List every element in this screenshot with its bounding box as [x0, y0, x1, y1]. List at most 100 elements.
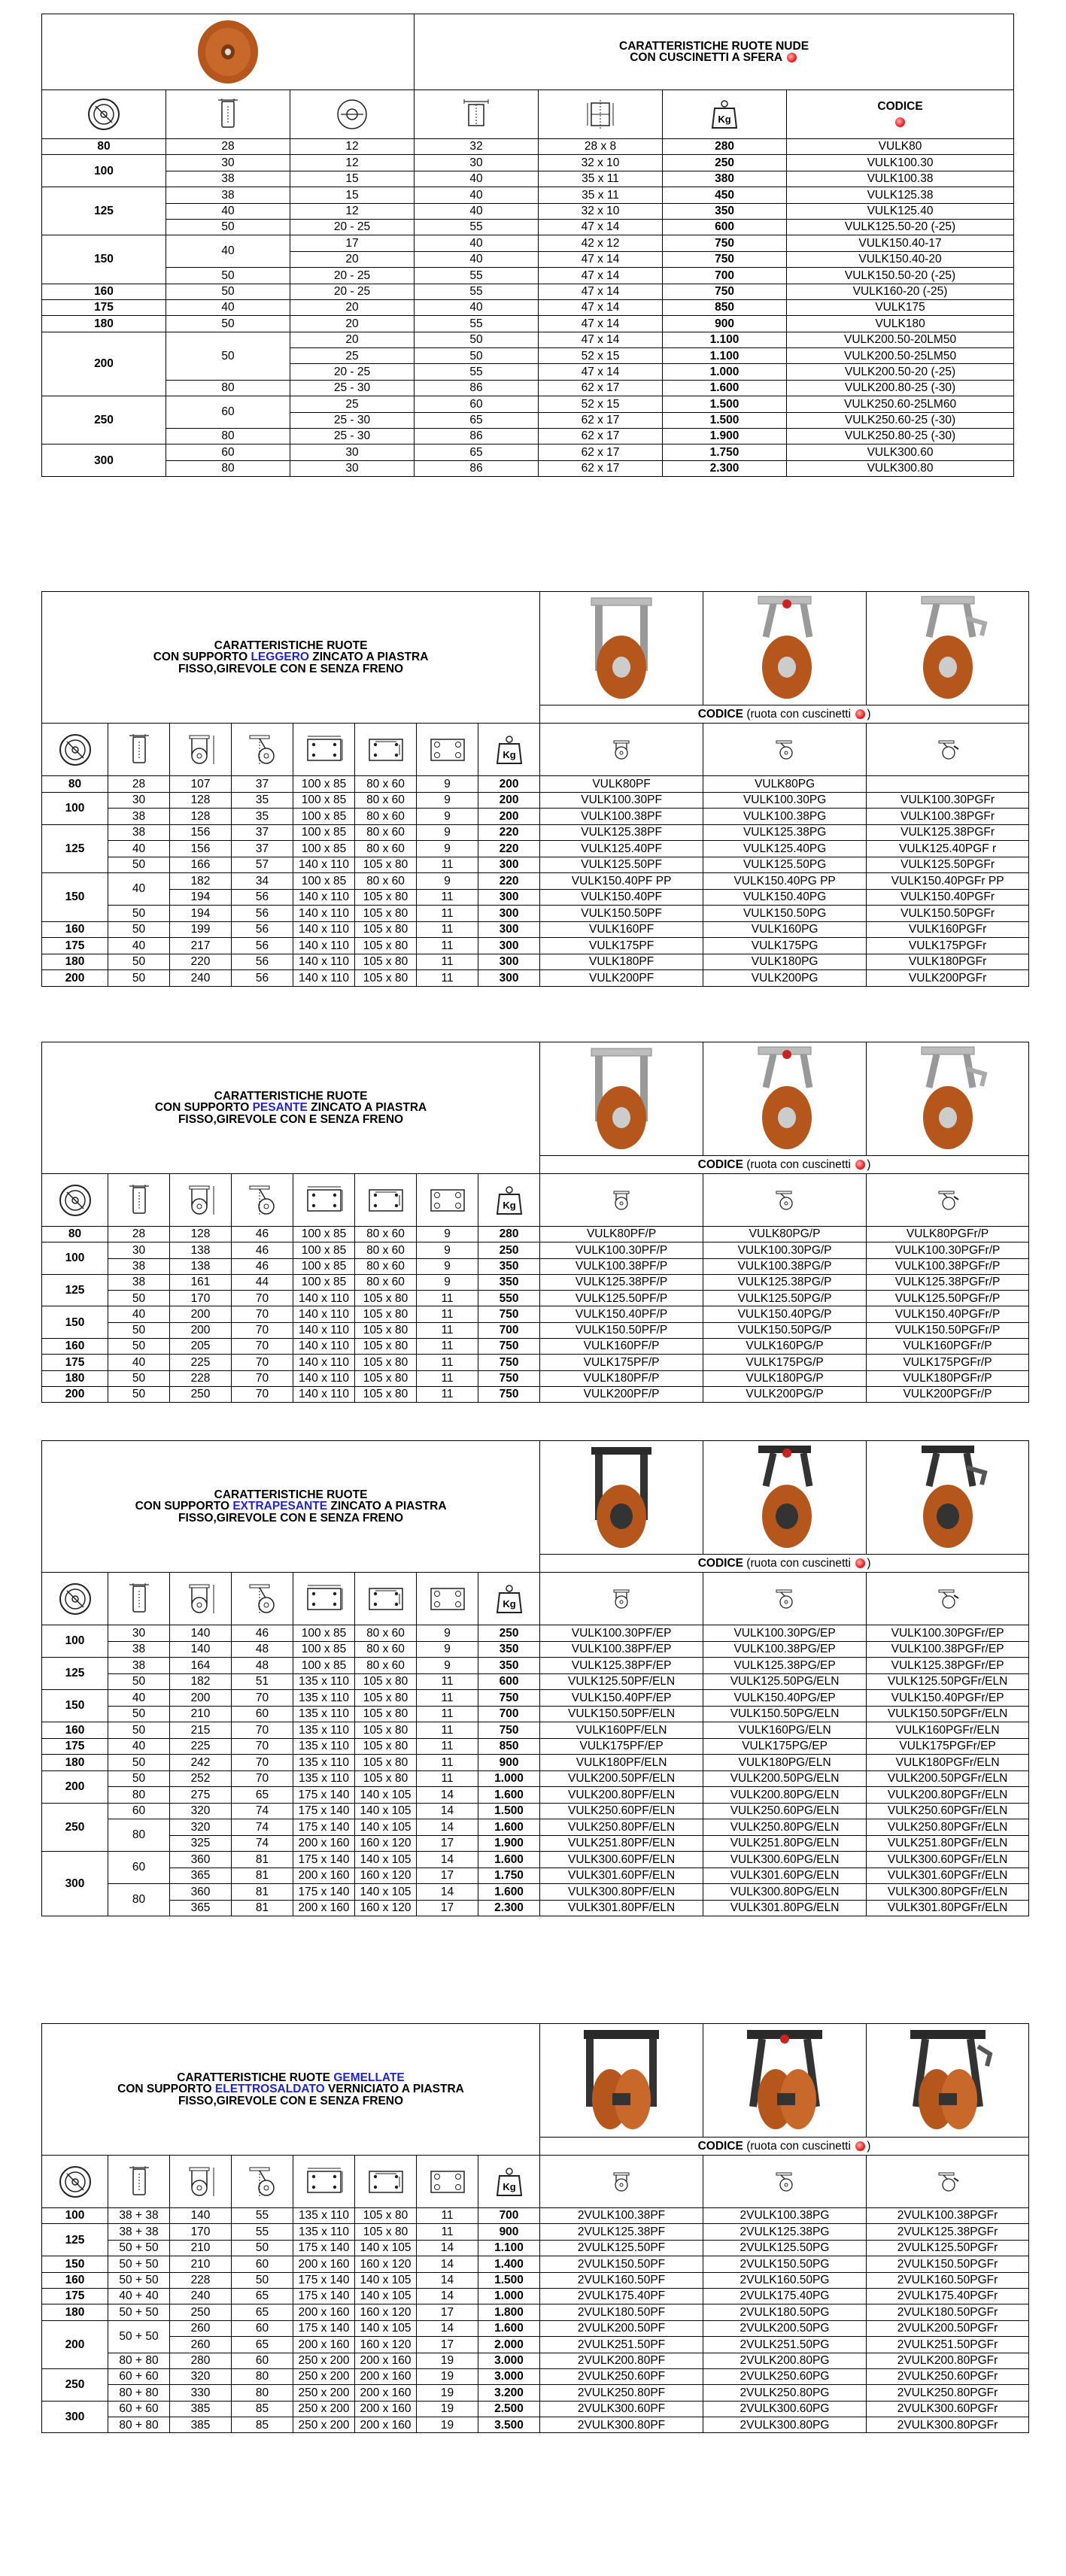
bore-diameter-icon [289, 90, 415, 139]
cell-code-fixed: VULK100.30PF/P [539, 1242, 704, 1259]
cell-code-fixed: VULK150.50PF/P [539, 1321, 704, 1340]
cell-code-fixed: VULK175PF [539, 937, 704, 954]
cell-code-fixed: VULK301.80PF/ELN [539, 1899, 704, 1916]
cell-height: 320 [169, 1802, 232, 1819]
cell-diameter: 80 [41, 775, 108, 793]
cell-hub-length: 60 [414, 396, 539, 413]
cell-load: 300 [477, 937, 541, 954]
cell-code-brake: VULK125.50PGFr/P [866, 1290, 1030, 1307]
cell-plate: 100 x 85 [293, 872, 355, 890]
cell-bolt: 19 [416, 2400, 478, 2418]
cell-bolt: 11 [416, 921, 478, 938]
cell-code: VULK125.50-20 (-25) [786, 218, 1015, 236]
cell-height: 140 [169, 1625, 232, 1642]
cell-holes: 80 x 60 [354, 840, 417, 857]
cell-diameter: 125 [41, 1273, 108, 1307]
cell-width: 38 [108, 808, 170, 825]
cell-holes: 200 x 160 [354, 2417, 417, 2434]
cell-bolt: 14 [416, 2256, 478, 2273]
cell-height: 140 [169, 1640, 232, 1658]
cell-code-fixed: VULK100.38PF/EP [539, 1640, 704, 1658]
cell-height: 250 [169, 1385, 232, 1403]
hole-spacing-icon [354, 1173, 417, 1227]
cell-bore: 25 - 30 [289, 379, 415, 397]
cell-offset: 70 [231, 1689, 293, 1707]
cell-code-swivel: 2VULK150.50PG [703, 2256, 867, 2273]
photo-swivel [703, 2023, 867, 2138]
cell-bore: 12 [289, 154, 415, 171]
cell-height: 199 [169, 921, 232, 938]
cell-bolt: 11 [416, 1754, 478, 1771]
cell-width: 38 [108, 1640, 170, 1658]
cell-diameter: 300 [41, 2400, 108, 2434]
title-line-2a: CON SUPPORTO [154, 1101, 250, 1115]
cell-bolt: 17 [416, 2336, 478, 2353]
overall-height-icon [169, 723, 232, 776]
cell-code-brake: VULK200PGFr/P [866, 1385, 1030, 1403]
cell-diameter: 200 [41, 2320, 108, 2369]
cell-holes: 160 x 120 [354, 2256, 417, 2273]
code-close: ) [867, 2139, 871, 2153]
cell-offset: 46 [231, 1258, 293, 1275]
cell-code-swivel: VULK100.38PG [703, 808, 867, 825]
cell-code-swivel: VULK160PG [703, 921, 867, 938]
cell-code-fixed: VULK150.50PF [539, 905, 704, 922]
cell-code-brake: 2VULK100.38PGFr [866, 2207, 1029, 2225]
cell-width: 40 [108, 872, 170, 906]
cell-code-brake: 2VULK200.80PGFr [866, 2352, 1029, 2369]
cell-holes: 105 x 80 [354, 1770, 417, 1787]
cell-plate: 175 x 140 [293, 1883, 355, 1901]
cell-code-swivel: VULK300.80PG/ELN [703, 1883, 867, 1901]
cell-width: 80 [108, 1786, 170, 1804]
cell-diameter: 150 [41, 1306, 108, 1340]
cell-diameter: 250 [41, 396, 166, 445]
cell-bolt: 14 [416, 2271, 478, 2289]
cell-load: 1.600 [477, 1883, 541, 1901]
cell-load: 1.500 [662, 411, 788, 429]
cell-diameter: 180 [41, 2304, 108, 2321]
cell-bolt: 9 [416, 1625, 478, 1642]
wheel-diameter-icon [41, 2155, 108, 2208]
overall-height-icon [169, 1572, 232, 1625]
cell-height: 138 [169, 1258, 232, 1275]
cell-load: 2.300 [477, 1899, 541, 1916]
cell-height: 275 [169, 1786, 232, 1804]
cell-holes: 80 x 60 [354, 1273, 417, 1291]
cell-bearing: 28 x 8 [538, 138, 664, 156]
cell-width: 38 [108, 1657, 170, 1674]
cell-bore: 20 - 25 [289, 267, 415, 284]
cell-code-swivel: VULK125.40PG [703, 840, 867, 857]
cell-code-swivel: 2VULK250.60PG [703, 2368, 867, 2386]
cell-width: 50 [108, 1290, 170, 1307]
cell-bolt: 14 [416, 1851, 478, 1868]
cell-code-brake: 2VULK180.50PGFr [866, 2304, 1029, 2321]
cell-bearing: 47 x 14 [538, 250, 664, 269]
cell-code-swivel: 2VULK125.38PG [703, 2223, 867, 2241]
cell-plate: 250 x 200 [293, 2400, 355, 2418]
cell-bolt: 11 [416, 1737, 478, 1755]
cell-load: 1.100 [662, 347, 788, 365]
cell-height: 320 [169, 1819, 232, 1836]
cell-code-swivel: VULK80PG [703, 775, 867, 793]
title-line-2b: ZINCATO A PIASTRA [312, 651, 429, 664]
cell-height: 217 [169, 937, 232, 954]
photo-swivel [703, 1042, 867, 1156]
cell-height: 182 [169, 872, 232, 890]
cell-load: 200 [477, 775, 541, 793]
cell-offset: 70 [231, 1321, 293, 1340]
plate-size-icon [293, 1173, 355, 1227]
cell-code-fixed: VULK175PF/EP [539, 1737, 704, 1755]
cell-hub-length: 55 [414, 363, 539, 381]
cell-code-brake: VULK150.50PGFr/ELN [866, 1705, 1030, 1722]
title-line-3: FISSO,GIREVOLE CON E SENZA FRENO [178, 662, 404, 675]
